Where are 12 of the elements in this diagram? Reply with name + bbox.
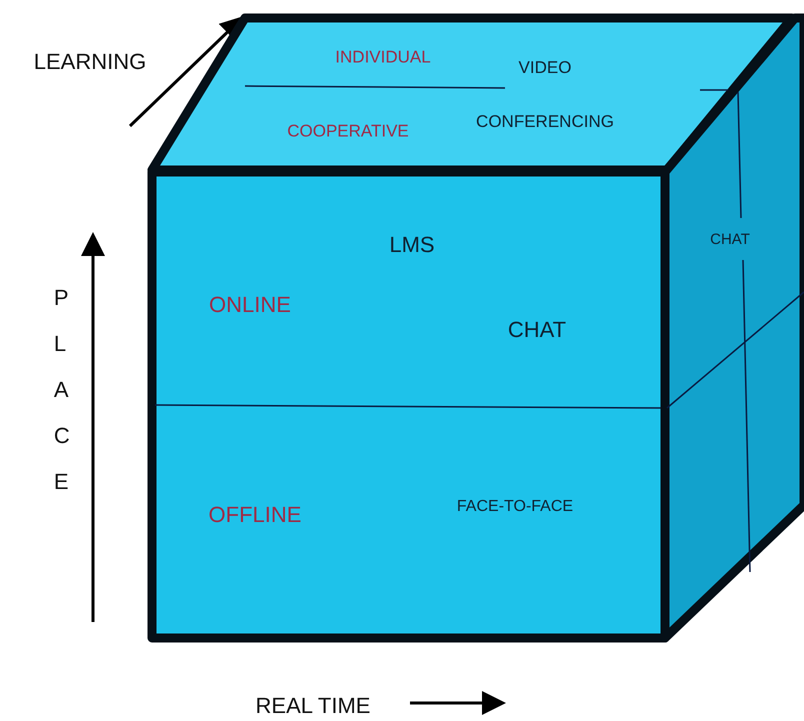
category-label: FACE-TO-FACE — [456, 498, 574, 516]
category-label: LMS — [389, 232, 435, 258]
category-label: VIDEO CONFERENCING — [475, 57, 615, 133]
category-label: OFFLINE — [208, 502, 302, 528]
axis-label: REAL TIME — [256, 694, 370, 718]
category-label: COOPERATIVE — [287, 122, 409, 142]
axis-label: LEARNING — [34, 50, 146, 74]
category-label: INDIVIDUAL — [335, 48, 431, 68]
category-label: CHAT — [710, 232, 750, 248]
category-label: ONLINE — [209, 292, 291, 318]
category-label: CHAT — [508, 318, 566, 342]
axis-label: PLACE — [54, 284, 66, 496]
